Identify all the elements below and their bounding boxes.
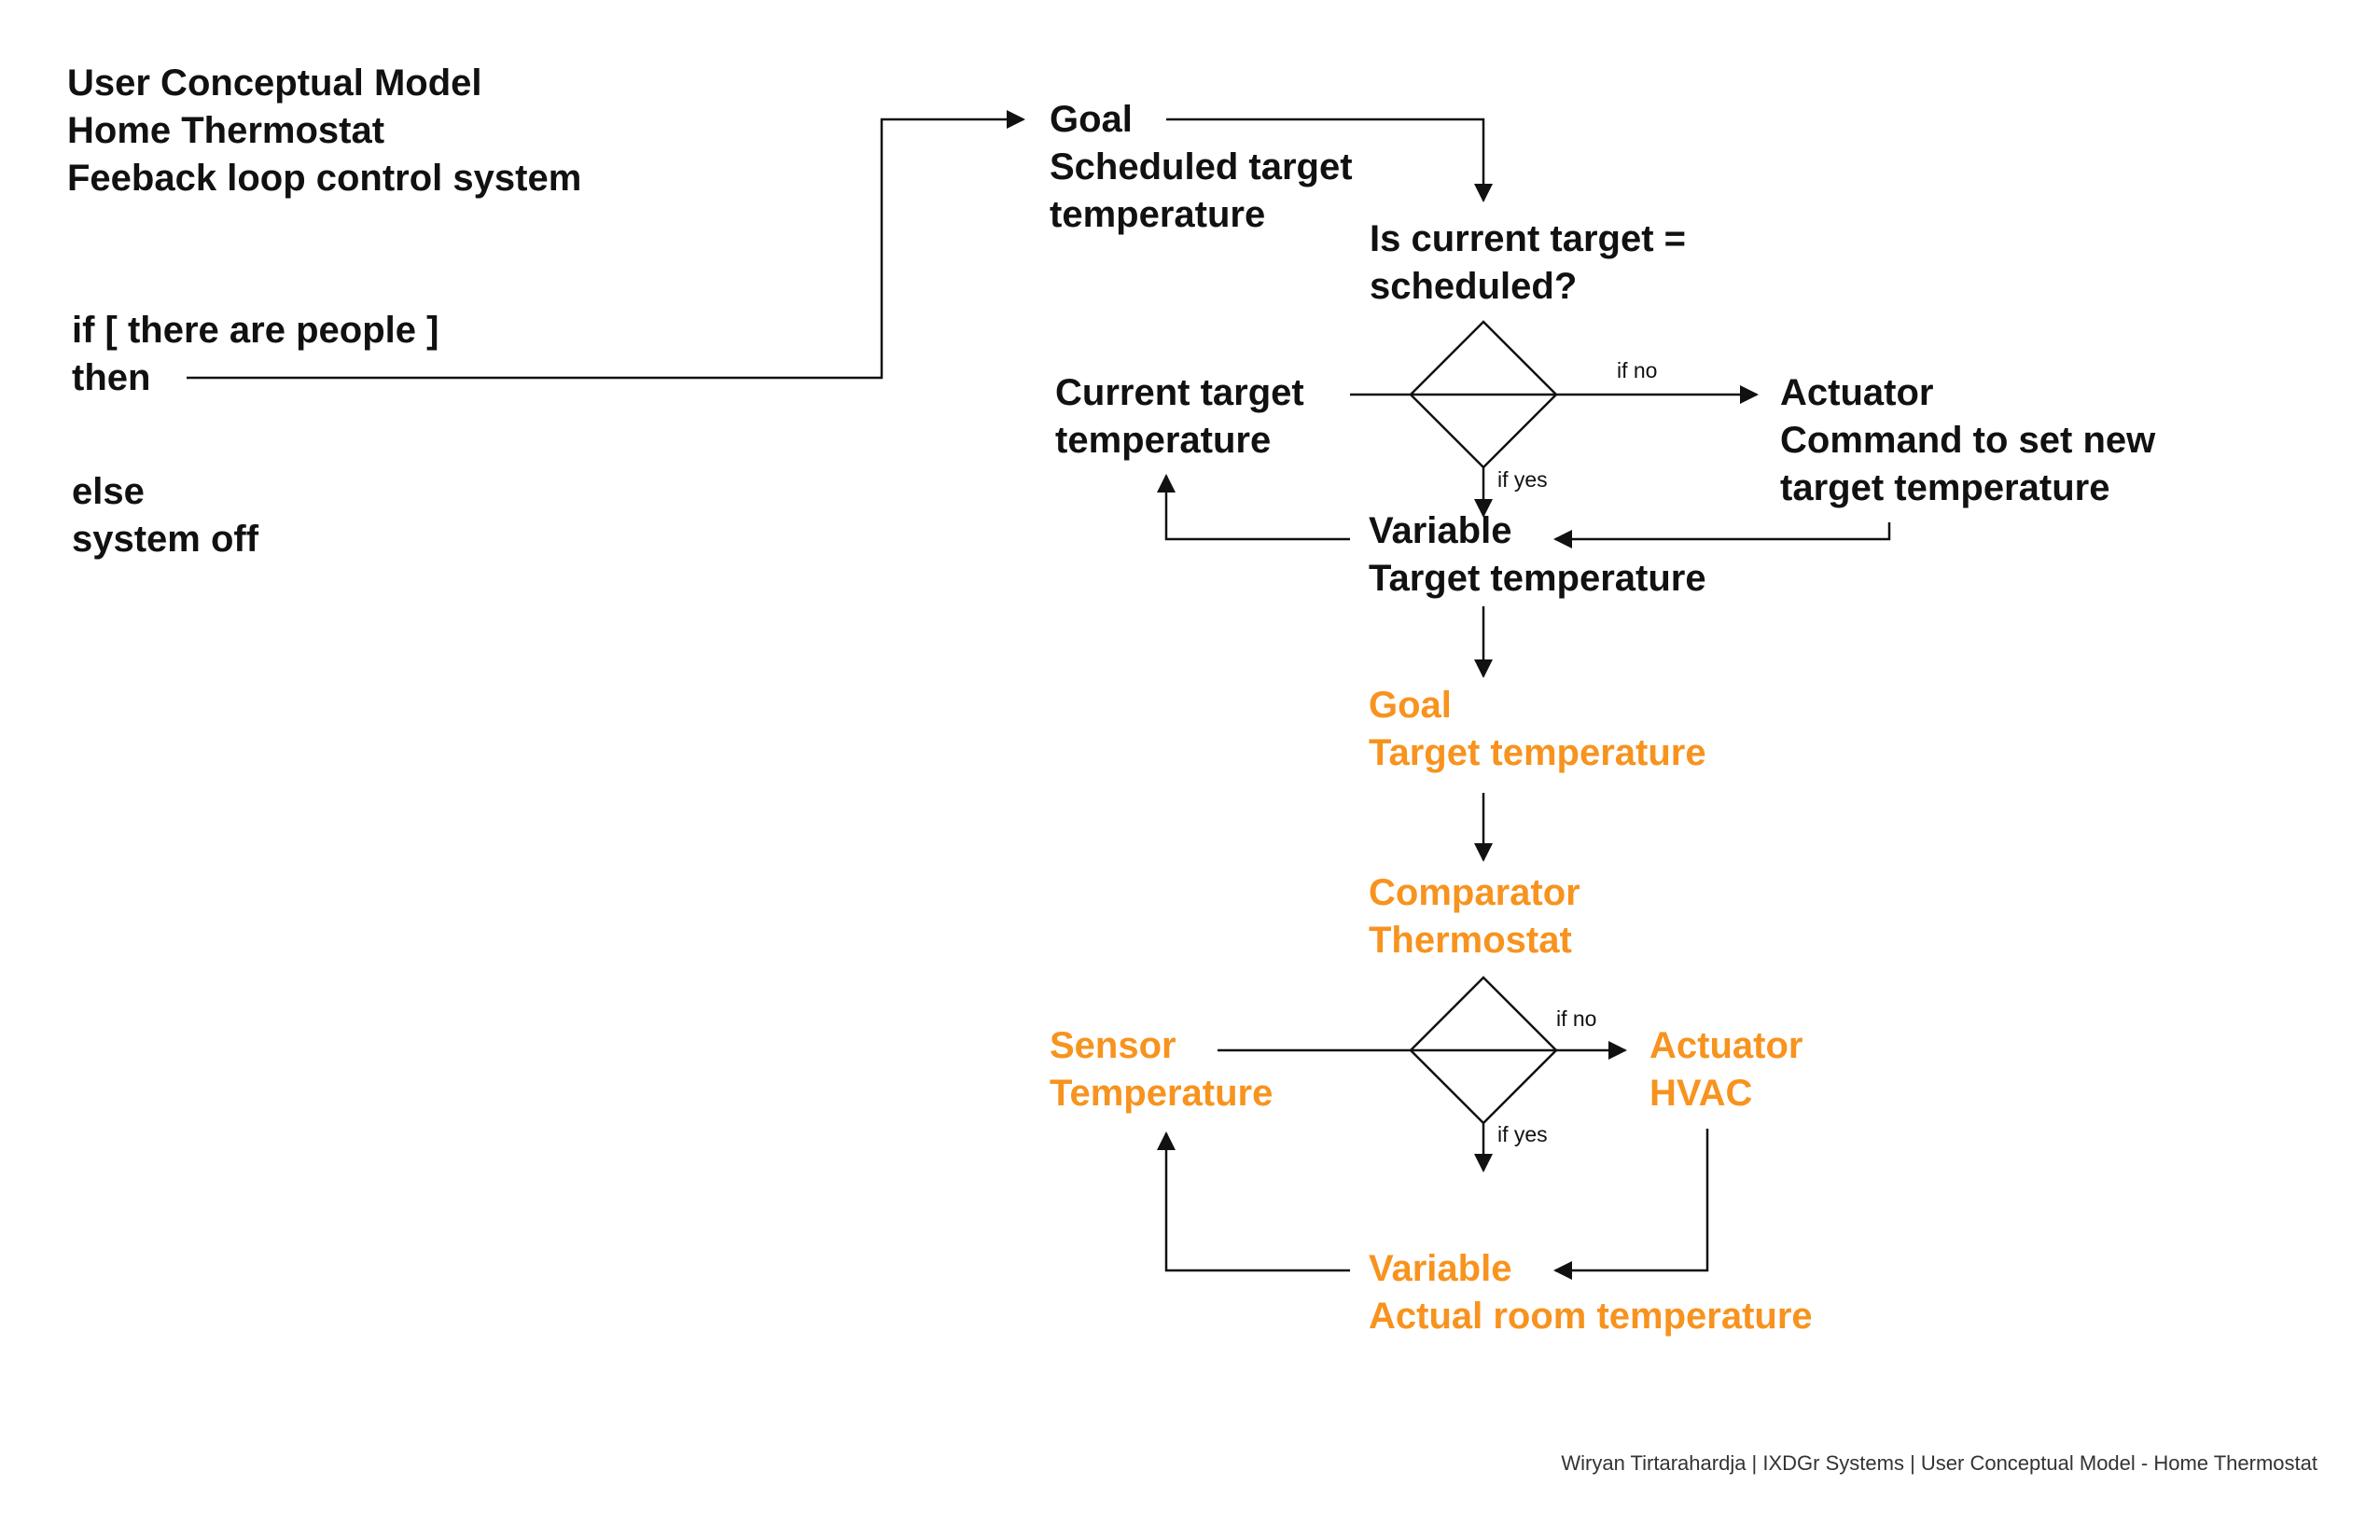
schedule-variable-line-1: Variable	[1369, 510, 1512, 551]
schedule-variable-line-2: Target temperature	[1369, 558, 1706, 599]
arrow-actuator-to-variable	[1553, 522, 1891, 548]
schedule-actuator-line-3: target temperature	[1780, 467, 2110, 508]
condition-if-then: if [ there are people ] then	[72, 307, 438, 402]
schedule-if-no-label: if no	[1617, 358, 1658, 382]
schedule-actuator-line-1: Actuator	[1780, 372, 1934, 413]
arrow-hvac-to-variable	[1553, 1129, 1709, 1280]
current-target-line-2: temperature	[1055, 420, 1272, 461]
sensor-line-1: Sensor	[1050, 1025, 1176, 1066]
condition-else: else system off	[72, 468, 258, 563]
schedule-goal-line-2: Scheduled target	[1050, 146, 1353, 187]
comparator-line-2: Thermostat	[1369, 920, 1572, 961]
current-target-node: Current target temperature	[1055, 369, 1304, 465]
control-variable-line-2: Actual room temperature	[1369, 1296, 1813, 1337]
control-if-yes-label: if yes	[1497, 1122, 1548, 1146]
arrow-variable-to-sensor	[1157, 1131, 1350, 1272]
title-line-2: Home Thermostat	[67, 110, 385, 151]
arrow-goal-to-decision	[1166, 118, 1493, 202]
then-line: then	[72, 357, 151, 398]
footer-credit: Wiryan Tirtarahardja | IXDGr Systems | U…	[1561, 1451, 2317, 1475]
control-goal-line-1: Goal	[1369, 685, 1452, 726]
schedule-goal-line-3: temperature	[1050, 194, 1266, 235]
arrow-variable-to-current	[1157, 474, 1350, 541]
title-line-1: User Conceptual Model	[67, 62, 482, 104]
comparator-line-1: Comparator	[1369, 872, 1580, 913]
control-goal-line-2: Target temperature	[1369, 732, 1706, 773]
if-line: if [ there are people ]	[72, 310, 439, 351]
decision-line-1: Is current target =	[1370, 218, 1687, 259]
schedule-actuator-line-2: Command to set new	[1780, 420, 2156, 461]
else-line: else	[72, 471, 145, 512]
sensor-line-2: Temperature	[1050, 1073, 1274, 1114]
system-off-line: system off	[72, 519, 259, 560]
decision-line-2: scheduled?	[1370, 266, 1578, 307]
control-variable-line-1: Variable	[1369, 1248, 1512, 1289]
hvac-actuator-line-2: HVAC	[1649, 1073, 1753, 1114]
current-target-line-1: Current target	[1055, 372, 1304, 413]
schedule-goal-line-1: Goal	[1050, 99, 1133, 140]
schedule-decision-question: Is current target = scheduled?	[1370, 215, 1686, 311]
schedule-if-yes-label: if yes	[1497, 467, 1548, 492]
hvac-actuator-line-1: Actuator	[1649, 1025, 1803, 1066]
title-line-3: Feeback loop control system	[67, 158, 582, 199]
control-if-no-label: if no	[1556, 1006, 1597, 1031]
arrow-then-to-goal	[187, 110, 1025, 380]
